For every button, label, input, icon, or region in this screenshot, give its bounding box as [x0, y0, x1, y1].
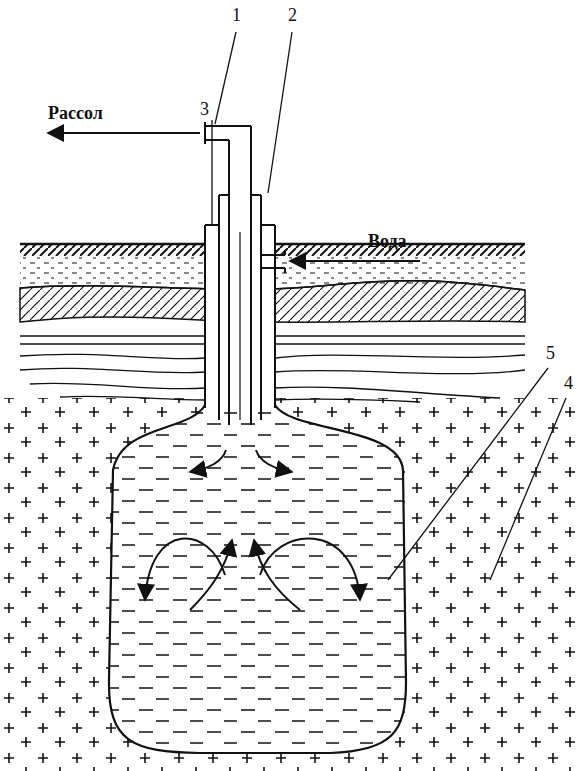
flow-arrows	[48, 133, 420, 610]
callout-number: 1	[232, 6, 241, 24]
well-pipes	[205, 122, 285, 425]
cavern	[109, 405, 406, 753]
flow-label: Рассол	[48, 104, 103, 122]
callout-number: 5	[546, 344, 555, 362]
flow-label: Вода	[368, 232, 407, 250]
callout-number: 3	[200, 100, 209, 118]
callout-number: 2	[288, 6, 297, 24]
rock-salt	[0, 398, 579, 771]
callout-number: 4	[564, 374, 573, 392]
leader-lines	[212, 32, 566, 580]
